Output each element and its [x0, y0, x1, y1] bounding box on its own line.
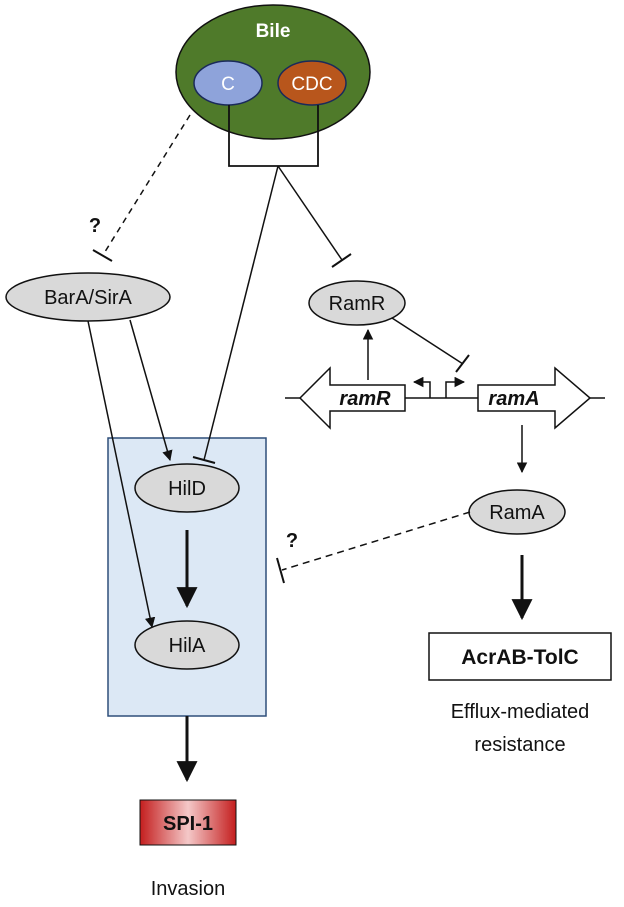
barasira-label: BarA/SirA — [44, 287, 132, 309]
barasira-to-hild-arrow — [129, 319, 173, 462]
c-label: C — [221, 74, 235, 95]
bile-inhibits-ramr-line — [277, 165, 343, 261]
question-mark-middle: ? — [286, 530, 298, 552]
hila-node — [134, 620, 240, 670]
efflux-caption-line1: Efflux-mediated — [451, 701, 590, 723]
barasira-to-hila-arrow — [87, 320, 156, 629]
ramr-node — [308, 280, 406, 326]
question-mark-top: ? — [89, 215, 101, 237]
spi1-box — [139, 799, 237, 846]
spi1-label: SPI-1 — [163, 813, 213, 835]
bile-label: Bile — [256, 21, 291, 42]
bile-barasira-dashed-line — [102, 114, 191, 256]
promoter-inhibition-bar — [455, 354, 470, 373]
rama-promoter-arrow — [445, 376, 466, 398]
ramr-inhibition-bar — [331, 253, 352, 268]
efflux-caption-line2: resistance — [474, 734, 565, 756]
bile-bracket — [228, 105, 319, 167]
cdc-label: CDC — [291, 74, 332, 95]
acrab-tolc-label: AcrAB-TolC — [461, 646, 578, 669]
hild-label: HilD — [168, 478, 206, 500]
ramr-promoter-arrow — [412, 376, 431, 398]
hild-node — [134, 463, 240, 513]
c-ellipse — [193, 60, 263, 106]
rama-gene-label: ramA — [488, 388, 539, 410]
invasion-caption: Invasion — [151, 878, 226, 900]
cdc-ellipse — [277, 60, 347, 106]
ramr-label: RamR — [329, 293, 386, 315]
rama-gene-arrow — [477, 366, 592, 430]
acrab-tolc-box — [428, 632, 612, 681]
ramr-inhibits-promoter-line — [391, 317, 464, 365]
hila-label: HilA — [169, 635, 206, 657]
rama-box-dashed-line — [281, 511, 471, 571]
ramr-gene-label: ramR — [339, 388, 391, 410]
barasira-inhibition-bar — [92, 249, 113, 262]
rama-label: RamA — [489, 502, 545, 524]
hild-inhibition-bar — [192, 456, 216, 464]
ramr-gene-arrow — [298, 366, 406, 430]
bile-inhibits-hild-line — [203, 165, 279, 461]
box-inhibition-bar — [276, 557, 285, 584]
